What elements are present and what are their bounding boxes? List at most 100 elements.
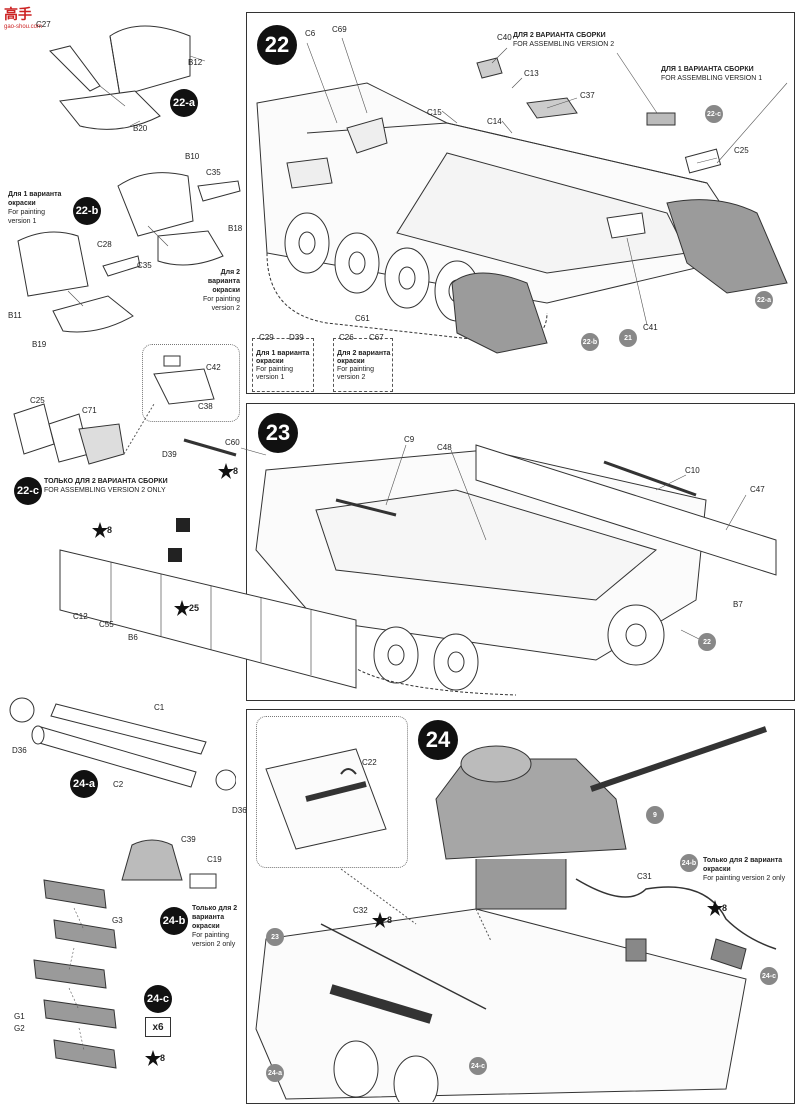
callout-23: 23 bbox=[266, 928, 284, 946]
painting-v2-only-note: Только для 2 варианта окраски For painti… bbox=[192, 904, 246, 949]
paint-star-icon: 8 bbox=[145, 1050, 167, 1068]
callout-21: 21 bbox=[619, 329, 637, 347]
part-label: C47 bbox=[750, 485, 765, 494]
callout-24-a: 24-a bbox=[266, 1064, 284, 1082]
step-24a-badge: 24-a bbox=[70, 770, 98, 798]
part-label: B12 bbox=[188, 58, 203, 67]
part-label: C48 bbox=[437, 443, 452, 452]
part-label: C15 bbox=[427, 108, 442, 117]
part-label: D39 bbox=[289, 333, 304, 342]
step-23-badge: 23 bbox=[258, 413, 298, 453]
site-logo: 高手 gao-shou.com bbox=[4, 4, 42, 30]
painting-v2-note: Для 2 варианта окраски For painting vers… bbox=[188, 268, 240, 313]
step-22a-illustration bbox=[49, 25, 206, 130]
step-24b-illustration bbox=[121, 839, 217, 889]
painting-v2-only-note-en: For painting version 2 only bbox=[192, 932, 236, 948]
painting-v2-only-note-step24-en: For painting version 2 only bbox=[703, 875, 786, 882]
part-label: C42 bbox=[206, 363, 221, 372]
part-label: C35 bbox=[206, 168, 221, 177]
site-logo-text: 高手 bbox=[4, 6, 32, 22]
paint-star-icon: 8 bbox=[218, 463, 240, 481]
paint-star-value: 8 bbox=[233, 466, 239, 476]
part-label: C61 bbox=[355, 314, 370, 323]
part-label: C19 bbox=[207, 855, 222, 864]
part-label: C28 bbox=[97, 240, 112, 249]
callout-22-a: 22-a bbox=[755, 291, 773, 309]
assembly-v2-only-note-ru: ТОЛЬКО ДЛЯ 2 ВАРИАНТА СБОРКИ bbox=[44, 478, 168, 485]
assembly-v1-note-en: FOR ASSEMBLING VERSION 1 bbox=[661, 75, 763, 82]
painting-v2-only-note-ru: Только для 2 варианта окраски bbox=[192, 905, 238, 930]
assembly-v2-only-note: ТОЛЬКО ДЛЯ 2 ВАРИАНТА СБОРКИ FOR ASSEMBL… bbox=[44, 477, 168, 495]
paint-star-icon: 8 bbox=[707, 900, 729, 918]
paint-star-value: 25 bbox=[189, 603, 200, 613]
part-label: C32 bbox=[353, 906, 368, 915]
paint-star-icon: 8 bbox=[372, 912, 394, 930]
part-label: B18 bbox=[228, 224, 243, 233]
part-label: G3 bbox=[112, 916, 123, 925]
legend-version-2-ru: Для 2 варианта окраски bbox=[337, 350, 391, 365]
part-label: C41 bbox=[643, 323, 658, 332]
part-label: D39 bbox=[162, 450, 177, 459]
part-label: C60 bbox=[225, 438, 240, 447]
painting-v2-note-ru: Для 2 варианта окраски bbox=[207, 269, 240, 294]
part-label: D36 bbox=[12, 746, 27, 755]
detail-inset-c42-c38 bbox=[142, 344, 240, 422]
part-label: C22 bbox=[362, 758, 377, 767]
callout-24-c: 24-c bbox=[469, 1057, 487, 1075]
part-label: C71 bbox=[82, 406, 97, 415]
part-label: C55 bbox=[99, 620, 114, 629]
legend-version-2-en: For painting version 2 bbox=[337, 366, 374, 381]
part-label: C12 bbox=[73, 612, 88, 621]
part-label: C9 bbox=[404, 435, 415, 444]
part-label: B6 bbox=[128, 633, 138, 642]
part-label: B10 bbox=[185, 152, 200, 161]
step-24b-badge: 24-b bbox=[160, 907, 188, 935]
painting-v1-note-ru: Для 1 варианта окраски bbox=[8, 191, 62, 207]
legend-version-2-box bbox=[333, 338, 393, 392]
part-label: G2 bbox=[14, 1024, 25, 1033]
part-label: B7 bbox=[733, 600, 743, 609]
part-label: C10 bbox=[685, 466, 700, 475]
legend-version-1-en: For painting version 1 bbox=[256, 366, 293, 381]
callout-24-b: 24-b bbox=[680, 854, 698, 872]
legend-version-2: Для 2 варианта окраски For painting vers… bbox=[337, 350, 391, 382]
part-label: G1 bbox=[14, 1012, 25, 1021]
step-24a-illustration bbox=[9, 697, 236, 791]
step-22b-badge: 22-b bbox=[73, 197, 101, 225]
part-label: C69 bbox=[332, 25, 347, 34]
part-label: C37 bbox=[580, 91, 595, 100]
part-label: B11 bbox=[8, 311, 22, 320]
painting-v1-note: Для 1 варианта окраски For painting vers… bbox=[8, 190, 68, 226]
part-label: C35 bbox=[137, 261, 152, 270]
quantity-box: x6 bbox=[145, 1017, 171, 1037]
part-label: C1 bbox=[154, 703, 165, 712]
legend-version-1-box bbox=[252, 338, 314, 392]
part-label: C39 bbox=[181, 835, 196, 844]
part-label: C31 bbox=[637, 872, 652, 881]
step-24-illustration bbox=[255, 726, 777, 1102]
callout-9: 9 bbox=[646, 806, 664, 824]
part-label: C67 bbox=[369, 333, 384, 342]
assembly-v1-note: ДЛЯ 1 ВАРИАНТА СБОРКИ FOR ASSEMBLING VER… bbox=[661, 65, 762, 83]
step-22-panel: 22 C6 C69 C40 C13 C37 C15 C14 C25 C41 ДЛ… bbox=[246, 12, 795, 394]
painting-v2-only-note-step24-ru: Только для 2 варианта окраски bbox=[703, 857, 783, 873]
assembly-v2-only-note-en: FOR ASSEMBLING VERSION 2 ONLY bbox=[44, 487, 166, 494]
callout-22: 22 bbox=[698, 633, 716, 651]
detail-inset-c22 bbox=[256, 716, 408, 868]
legend-version-1: Для 1 варианта окраски For painting vers… bbox=[256, 350, 312, 382]
site-logo-subtitle: gao-shou.com bbox=[4, 24, 43, 30]
paint-star-icon: 25 bbox=[174, 600, 200, 618]
part-label: C6 bbox=[305, 29, 316, 38]
assembly-v2-note-ru: ДЛЯ 2 ВАРИАНТА СБОРКИ bbox=[513, 32, 606, 39]
step-23-illustration bbox=[59, 438, 777, 696]
part-label: C29 bbox=[259, 333, 274, 342]
step-22c-badge: 22-c bbox=[14, 477, 42, 505]
part-label: C40 bbox=[497, 33, 512, 42]
part-label: B19 bbox=[32, 340, 47, 349]
part-label: C13 bbox=[524, 69, 539, 78]
step-22-illustration bbox=[256, 37, 788, 354]
step-24c-illustration bbox=[33, 879, 117, 1069]
callout-22-b: 22-b bbox=[581, 333, 599, 351]
part-label: C2 bbox=[113, 780, 124, 789]
step-22c-illustration bbox=[13, 355, 215, 465]
